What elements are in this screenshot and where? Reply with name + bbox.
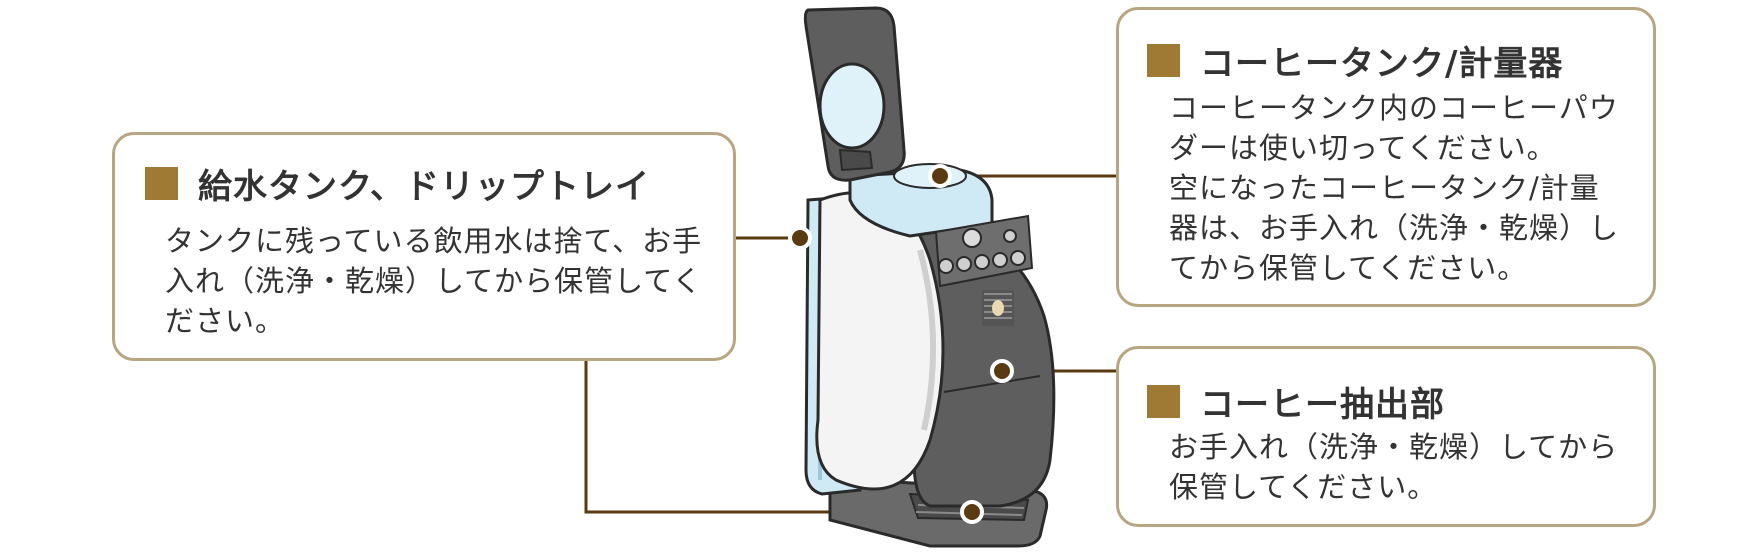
brew-unit — [943, 375, 1041, 393]
callout-water-tank: 給水タンク、ドリップトレイ タンクに残っている飲用水は捨て、お手 入れ（洗浄・乾… — [112, 132, 736, 361]
callout-title-text: コーヒー抽出部 — [1200, 385, 1445, 425]
accent-square-icon — [1147, 385, 1180, 418]
accent-square-icon — [145, 167, 178, 200]
callout-body: コーヒータンク内のコーヒーパウ ダーは使い切ってください。 空になったコーヒータ… — [1169, 91, 1620, 285]
callout-body: お手入れ（洗浄・乾燥）してから 保管してください。 — [1169, 430, 1619, 504]
leader-dots — [788, 164, 1014, 524]
callout-title: コーヒー抽出部 — [1147, 377, 1445, 426]
callout-title-text: コーヒータンク/計量器 — [1200, 44, 1564, 84]
callout-title: 給水タンク、ドリップトレイ — [145, 159, 650, 208]
coffee-logo-icon — [982, 290, 1014, 326]
callout-brew-unit: コーヒー抽出部 お手入れ（洗浄・乾燥）してから 保管してください。 — [1116, 346, 1656, 527]
power-button-icon[interactable] — [962, 228, 982, 248]
control-panel — [934, 214, 1034, 288]
callout-coffee-tank: コーヒータンク/計量器 コーヒータンク内のコーヒーパウ ダーは使い切ってください… — [1116, 7, 1656, 307]
drink-button-icon[interactable] — [1003, 229, 1017, 243]
accent-square-icon — [1147, 44, 1180, 77]
callout-title: コーヒータンク/計量器 — [1147, 36, 1563, 85]
open-lid — [803, 6, 906, 182]
callout-body: タンクに残っている飲用水は捨て、お手 入れ（洗浄・乾燥）してから保管してく ださ… — [165, 224, 703, 338]
callout-title-text: 給水タンク、ドリップトレイ — [198, 167, 650, 207]
